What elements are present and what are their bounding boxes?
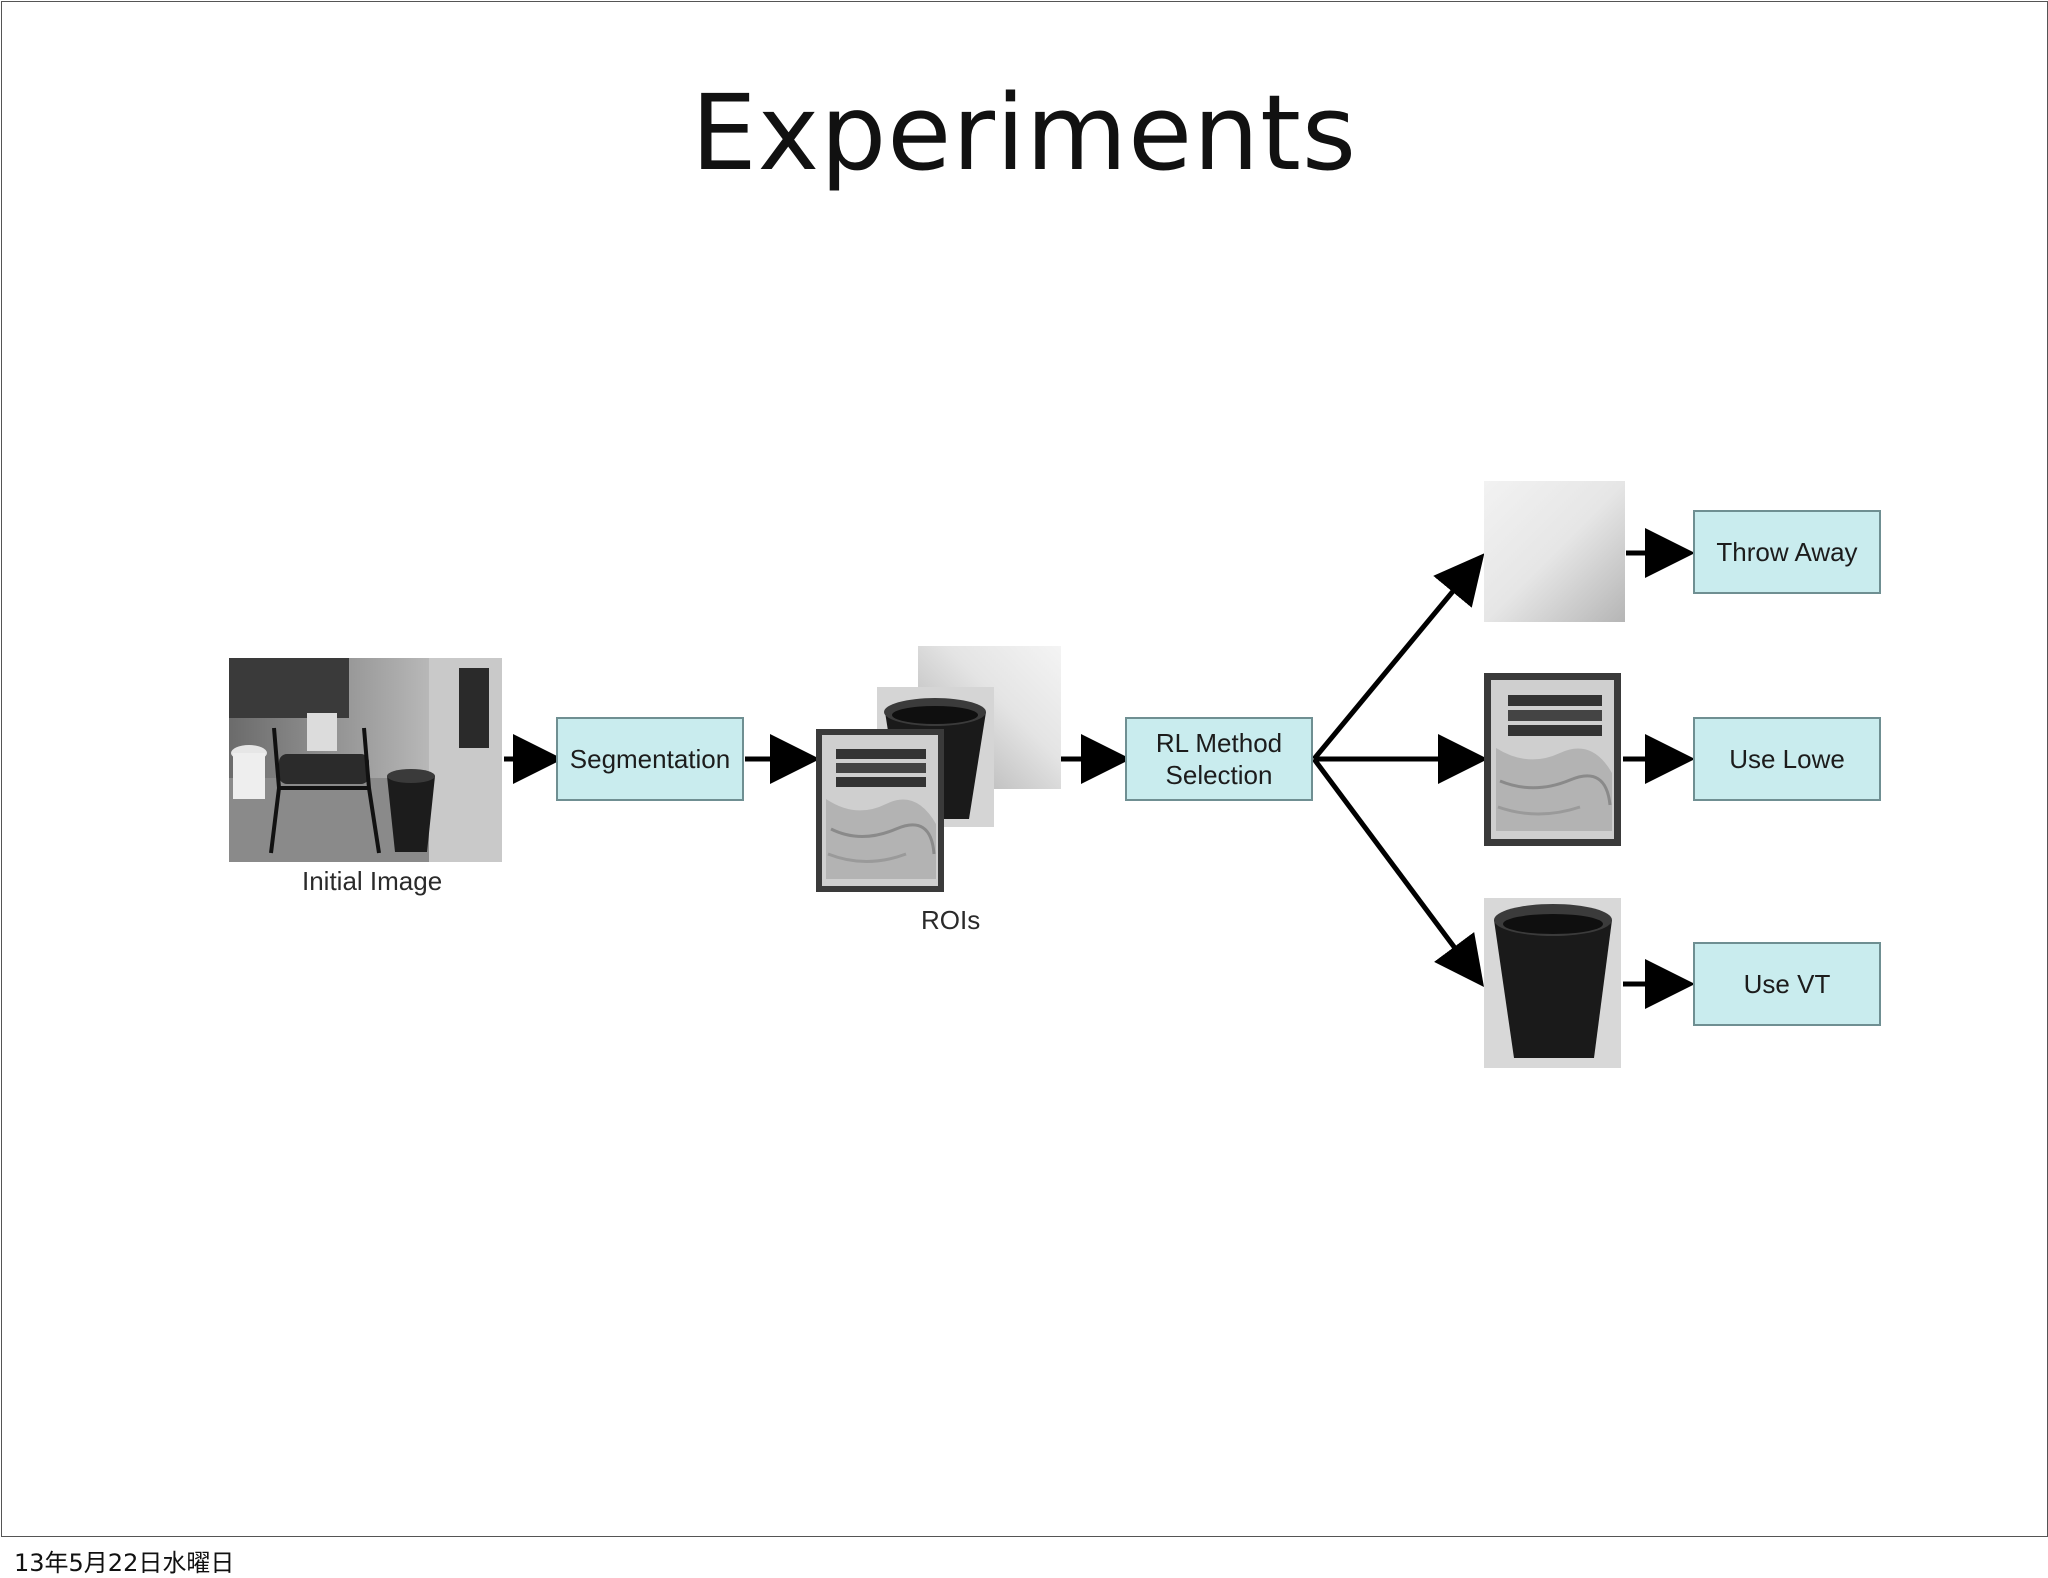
arrow-rl-to-blank-roi <box>1312 553 1485 761</box>
segmentation-box: Segmentation <box>556 717 744 801</box>
initial-image-label: Initial Image <box>302 866 443 896</box>
use-lowe-box: Use Lowe <box>1693 717 1881 801</box>
slide-title: Experiments <box>690 72 1358 194</box>
footer-date: 13年5月22日水曜日 <box>14 1549 235 1577</box>
rl-method-selection-box: RL Method Selection <box>1125 717 1313 801</box>
throw-away-box: Throw Away <box>1693 510 1881 594</box>
outcome-bin-image <box>1484 898 1621 1068</box>
roi-book-image <box>816 729 944 892</box>
outcome-book-image <box>1484 673 1621 846</box>
outcome-blank-image <box>1484 481 1625 622</box>
arrow-rl-to-bin-roi <box>1311 757 1484 988</box>
use-vt-box: Use VT <box>1693 942 1881 1026</box>
initial-image-photo <box>229 658 502 862</box>
rois-label: ROIs <box>921 905 981 935</box>
